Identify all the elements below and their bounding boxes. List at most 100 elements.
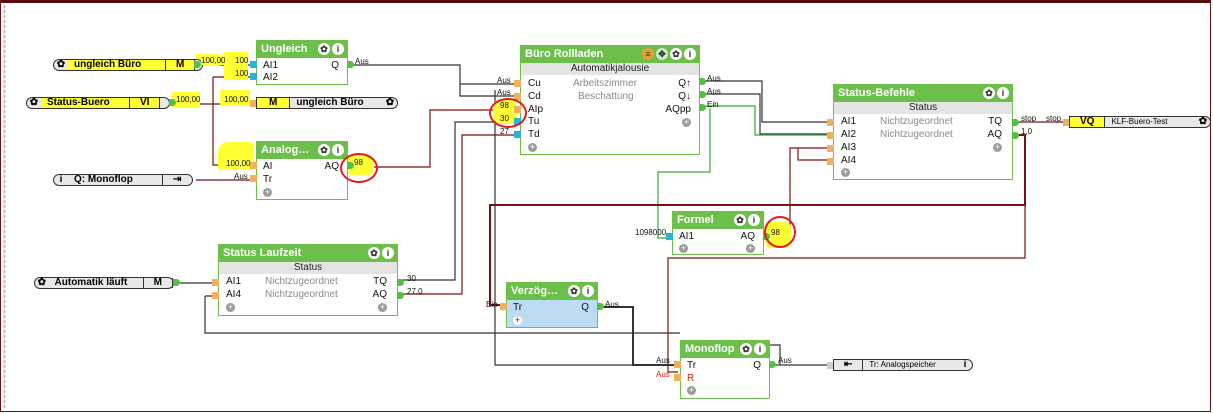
block-monoflop[interactable]: Monoflop ✿i Tr R Q +: [680, 340, 770, 399]
gear-icon[interactable]: ✿: [568, 285, 580, 297]
add-output-icon[interactable]: +: [378, 302, 387, 312]
input-pin[interactable]: [212, 279, 219, 286]
info-icon[interactable]: i: [754, 343, 766, 355]
annotation-circle: [489, 98, 527, 128]
output-pin[interactable]: [347, 61, 354, 68]
info-icon[interactable]: i: [332, 144, 344, 156]
output-pin[interactable]: [597, 303, 604, 310]
gear-icon[interactable]: ✿: [318, 43, 330, 55]
info-icon[interactable]: i: [748, 214, 760, 226]
annotation-circle: [340, 153, 378, 183]
block-buero-rollladen[interactable]: Büro Rollladen ≡✥✿i Automatikjalousie Ar…: [520, 45, 700, 155]
input-pin[interactable]: [212, 292, 219, 299]
gear-icon[interactable]: ✿: [734, 214, 746, 226]
add-input-icon[interactable]: +: [841, 167, 850, 177]
block-status-befehle[interactable]: Status-Befehle ✿i Status AI1 AI2 AI3 AI4…: [833, 84, 1013, 180]
input-label: AI1: [841, 116, 857, 127]
add-output-icon[interactable]: +: [993, 142, 1002, 152]
input-pin[interactable]: [827, 132, 834, 139]
info-icon[interactable]: i: [332, 43, 344, 55]
wire-label: 98: [771, 228, 780, 237]
input-pin[interactable]: [1063, 119, 1070, 126]
terminal-automatik-laeuft[interactable]: ✿ Automatik läuft M: [34, 277, 174, 289]
input-pin[interactable]: [250, 73, 257, 80]
output-pin[interactable]: [769, 361, 776, 368]
output-pin[interactable]: [699, 91, 706, 98]
gear-icon[interactable]: ✿: [368, 247, 380, 259]
wire-label: 100: [235, 56, 249, 65]
input-pin[interactable]: [514, 80, 521, 87]
gear-icon[interactable]: ✿: [318, 144, 330, 156]
input-pin[interactable]: [827, 119, 834, 126]
add-input-icon[interactable]: +: [687, 385, 696, 395]
info-icon[interactable]: i: [684, 48, 696, 60]
gear-icon[interactable]: ✿: [983, 87, 995, 99]
input-pin[interactable]: [827, 158, 834, 165]
add-input-icon[interactable]: +: [226, 302, 235, 312]
info-icon[interactable]: i: [59, 174, 63, 185]
output-label: Q: [581, 302, 589, 313]
info-icon[interactable]: i: [582, 285, 594, 297]
gear-icon[interactable]: ✿: [1198, 116, 1208, 127]
input-pin[interactable]: [250, 175, 257, 182]
terminal-ungleich-buero[interactable]: ✿ ungleich Büro M: [53, 59, 203, 71]
block-ungleich[interactable]: Ungleich ✿i AI1 AI2 Q: [256, 40, 348, 85]
add-input-icon[interactable]: +: [679, 243, 688, 253]
input-pin[interactable]: [827, 145, 834, 152]
output-pin[interactable]: [173, 279, 180, 286]
input-label: AI4: [841, 155, 857, 166]
output-label: TQ: [988, 116, 1002, 127]
add-input-icon[interactable]: +: [528, 142, 537, 152]
gear-icon[interactable]: ✿: [56, 59, 66, 70]
output-pin[interactable]: [1012, 119, 1019, 126]
info-icon[interactable]: i: [963, 359, 967, 370]
move-icon[interactable]: ✥: [656, 48, 668, 60]
output-pin[interactable]: [397, 279, 404, 286]
block-title: Status-Befehle: [838, 87, 916, 99]
output-pin[interactable]: [1012, 132, 1019, 139]
gear-icon[interactable]: ✿: [385, 97, 395, 108]
output-pin[interactable]: [169, 99, 176, 106]
output-pin[interactable]: [699, 104, 706, 111]
terminal-q-monoflop[interactable]: i Q: Monoflop ⇥: [53, 174, 193, 186]
gear-icon[interactable]: ✿: [37, 277, 46, 288]
input-pin[interactable]: [827, 362, 834, 369]
wire-label: 100,00: [201, 56, 226, 65]
input-label: AI2: [841, 129, 857, 140]
add-parameter-icon[interactable]: +: [513, 315, 522, 325]
input-pin[interactable]: [674, 361, 681, 368]
assignment-label: Nichtzugeordnet: [880, 129, 953, 140]
block-formel[interactable]: Formel ✿i AI1 AQ + +: [672, 211, 764, 255]
gear-icon[interactable]: ✿: [29, 97, 39, 108]
gear-icon[interactable]: ✿: [670, 48, 682, 60]
gear-icon[interactable]: ✿: [740, 343, 752, 355]
add-input-icon[interactable]: +: [263, 187, 272, 197]
terminal-klf-buero-test[interactable]: VQ KLF-Buero-Test ✿: [1069, 116, 1211, 128]
input-pin[interactable]: [514, 93, 521, 100]
info-icon[interactable]: i: [997, 87, 1009, 99]
input-pin[interactable]: [666, 233, 673, 240]
assignment-label: Nichtzugeordnet: [265, 289, 338, 300]
wire-mf-r: [667, 205, 1026, 373]
terminal-m-ungleich-buero[interactable]: M ungleich Büro ✿: [256, 97, 398, 109]
terminal-tr-analogspeicher[interactable]: ⇤ Tr: Analogspeicher i: [833, 359, 973, 371]
output-pin[interactable]: [194, 61, 201, 68]
output-label: AQ: [324, 161, 339, 172]
input-pin[interactable]: [250, 100, 257, 107]
info-icon[interactable]: i: [382, 247, 394, 259]
add-output-icon[interactable]: +: [746, 243, 755, 253]
output-pin[interactable]: [699, 78, 706, 85]
block-analog[interactable]: Analog… ✿i AI Tr AQ +: [256, 141, 348, 200]
terminal-status-buero[interactable]: ✿ Status-Buero VI: [26, 97, 170, 109]
add-output-icon[interactable]: +: [682, 117, 691, 127]
input-pin[interactable]: [500, 303, 507, 310]
input-pin[interactable]: [250, 162, 257, 169]
input-pin[interactable]: [674, 374, 681, 381]
input-pin[interactable]: [514, 131, 521, 138]
block-verzoegerung[interactable]: Verzög… ✿i Tr Q +: [506, 282, 598, 328]
block-status-laufzeit[interactable]: Status Laufzeit ✿i Status AI1 AI4 Nichtz…: [218, 244, 398, 316]
wire-label: 30: [407, 274, 416, 283]
block-info: Beschattung: [578, 91, 634, 102]
input-pin[interactable]: [250, 61, 257, 68]
output-pin[interactable]: [397, 292, 404, 299]
